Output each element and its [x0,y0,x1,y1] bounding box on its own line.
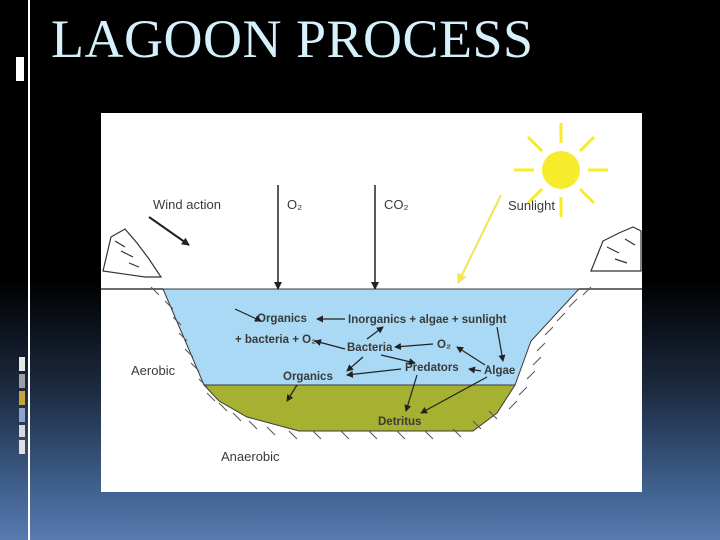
label-organics-low: Organics [283,371,333,383]
label-anaerobic: Anaerobic [221,449,280,464]
label-organics-top: Organics [257,313,307,325]
wind-arrow [148,216,190,246]
page-title: LAGOON PROCESS [51,9,534,69]
label-o2: O₂ [287,197,302,212]
sediment-layer [202,384,516,432]
left-vertical-rule [28,0,30,540]
label-algae: Algae [484,365,515,377]
arrow-algae-to-predators [468,366,482,374]
arrow-bacteria-to-organics [314,339,346,350]
sun-icon [514,123,608,217]
arrow-algae-to-o2 [456,346,486,366]
label-co2: CO₂ [384,197,409,212]
label-bacteria: Bacteria [347,342,393,354]
arrow-algae-to-detritus [420,376,488,414]
arrow-organics-left-up [234,308,262,322]
arrow-bacteria-to-predators [380,354,416,366]
arrow-predators-to-organics [346,368,402,378]
arrow-sunlight-to-algae [496,326,506,362]
right-shore-rocks [590,226,642,272]
label-inorganics: Inorganics + algae + sunlight [348,314,507,326]
label-wind-action: Wind action [153,197,221,212]
sunlight-arrow [457,194,502,284]
water-layer [162,288,581,386]
arrow-o2-to-bacteria [394,343,434,351]
arrow-organics-to-sediment [286,384,298,402]
label-detritus: Detritus [378,416,421,428]
label-aerobic: Aerobic [131,363,176,378]
left-shore-rocks [102,228,163,278]
arrow-bacteria-to-organics-low [346,356,364,372]
arrow-predators-to-detritus [404,374,418,412]
embankment-hatching [150,286,592,440]
arrow-bacteria-to-inorganics [366,326,384,340]
lagoon-diagram: Wind action O₂ CO₂ Sunlight Organics Ino… [101,113,642,492]
label-sunlight: Sunlight [508,198,555,213]
accent-color-stack [19,357,25,457]
label-bacteria-o2: + bacteria + O₂ [235,334,316,346]
label-o2-inner: O₂ [437,339,451,351]
title-accent-block [16,57,24,81]
label-predators: Predators [405,362,459,374]
